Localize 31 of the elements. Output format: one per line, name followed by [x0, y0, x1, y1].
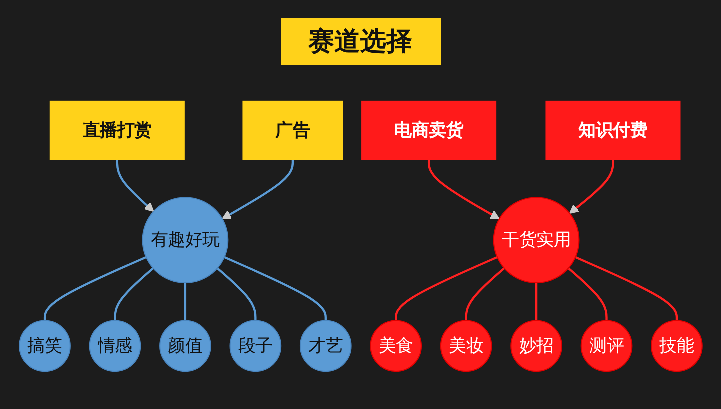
node-circle: 情感 [88, 320, 141, 372]
node-box: 广告 [242, 100, 343, 160]
connector [574, 256, 678, 320]
node-circle: 颜值 [159, 320, 211, 372]
connector [216, 267, 256, 320]
node-circle: 美食 [370, 320, 422, 372]
connector [224, 256, 326, 320]
node-circle: 段子 [229, 320, 282, 372]
node-box: 电商卖货 [361, 100, 496, 160]
node-circle: 美妆 [440, 320, 492, 372]
node-circle: 才艺 [299, 320, 352, 372]
connector [534, 282, 538, 320]
node-circle: 有趣好玩 [142, 196, 228, 283]
connector [43, 256, 146, 320]
connector [114, 267, 154, 320]
connector [184, 282, 186, 320]
arrow [116, 159, 154, 212]
connector [464, 267, 505, 320]
node-circle: 干货实用 [492, 196, 580, 283]
connector [567, 267, 608, 320]
node-box: 知识付费 [545, 100, 680, 160]
connector [394, 256, 498, 320]
node-circle: 技能 [650, 320, 702, 372]
arrow [222, 159, 294, 219]
node-circle: 妙招 [510, 320, 562, 372]
node-circle: 搞笑 [18, 320, 70, 372]
node-circle: 测评 [580, 320, 632, 372]
arrow [427, 159, 500, 219]
node-box: 直播打赏 [49, 100, 184, 160]
title-banner: 赛道选择 [280, 18, 440, 65]
arrow [568, 159, 614, 214]
